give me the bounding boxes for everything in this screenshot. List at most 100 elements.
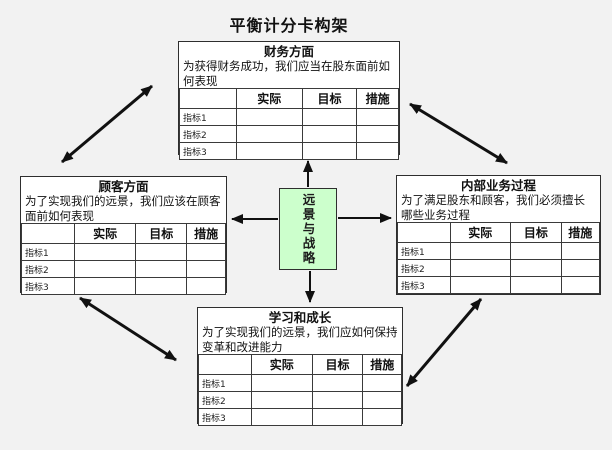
table-cell — [74, 277, 137, 296]
panel-learning-growth: 学习和成长 为了实现我们的远景，我们应如何保持变革和改进能力 实际 目标 措施 … — [197, 307, 403, 427]
panel-learning-desc: 为了实现我们的远景，我们应如何保持变革和改进能力 — [202, 325, 398, 354]
panel-financial-title: 财务方面 — [263, 44, 314, 59]
table-row: 指标1 — [20, 243, 226, 262]
table-cell — [135, 260, 188, 279]
panel-financial: 财务方面 为获得财务成功，我们应当在股东面前如何表现 实际 目标 措施 指标1 … — [178, 41, 400, 161]
table-cell — [235, 125, 303, 144]
row-label-indicator-2: 指标2 — [20, 260, 76, 279]
table-cell — [235, 108, 303, 127]
corner-cell — [397, 222, 451, 244]
table-row: 指标3 — [397, 276, 601, 295]
table-cell — [74, 260, 137, 279]
row-label-indicator-3: 指标3 — [179, 142, 237, 161]
table-cell — [560, 276, 601, 295]
corner-cell — [179, 88, 237, 110]
vision-strategy-box: 远景与战略 — [279, 188, 337, 270]
table-cell — [356, 108, 399, 127]
table-cell — [362, 391, 402, 410]
panel-financial-desc: 为获得财务成功，我们应当在股东面前如何表现 — [183, 59, 390, 88]
table-row: 指标2 — [397, 259, 601, 278]
row-label-indicator-1: 指标1 — [397, 242, 451, 261]
header-target: 目标 — [510, 222, 562, 244]
row-label-indicator-1: 指标1 — [20, 243, 76, 262]
table-cell — [250, 391, 313, 410]
arrow-customer-financial — [61, 84, 153, 164]
panel-learning-table: 实际 目标 措施 指标1 指标2 指标3 — [198, 354, 402, 427]
table-row: 指标1 — [179, 108, 399, 127]
table-cell — [311, 391, 364, 410]
table-cell — [186, 277, 226, 296]
panel-internal-desc: 为了满足股东和顾客，我们必须擅长哪些业务过程 — [401, 193, 585, 222]
table-cell — [510, 242, 562, 261]
row-label-indicator-2: 指标2 — [179, 125, 237, 144]
header-actual: 实际 — [250, 354, 313, 376]
table-cell — [301, 125, 358, 144]
panel-customer: 顾客方面 为了实现我们的远景，我们应该在顾客面前如何表现 实际 目标 措施 指标… — [20, 176, 227, 296]
table-row: 指标2 — [20, 260, 226, 279]
panel-internal-title: 内部业务过程 — [460, 178, 536, 193]
table-row: 指标2 — [179, 125, 399, 144]
table-header-row: 实际 目标 措施 — [20, 223, 226, 245]
row-label-indicator-1: 指标1 — [179, 108, 237, 127]
table-row: 指标3 — [20, 277, 226, 296]
panel-internal-table: 实际 目标 措施 指标1 指标2 指标3 — [397, 222, 601, 295]
panel-customer-table: 实际 目标 措施 指标1 指标2 指标3 — [20, 223, 226, 296]
table-cell — [135, 277, 188, 296]
table-cell — [250, 374, 313, 393]
table-cell — [510, 276, 562, 295]
header-measures: 措施 — [362, 354, 402, 376]
table-cell — [449, 259, 512, 278]
header-actual: 实际 — [449, 222, 512, 244]
table-row: 指标3 — [179, 142, 399, 161]
table-cell — [449, 242, 512, 261]
row-label-indicator-2: 指标2 — [397, 259, 451, 278]
table-row: 指标1 — [198, 374, 402, 393]
row-label-indicator-2: 指标2 — [198, 391, 252, 410]
table-cell — [311, 408, 364, 427]
arrow-learning-internal — [405, 298, 483, 387]
header-target: 目标 — [311, 354, 364, 376]
table-row: 指标1 — [397, 242, 601, 261]
header-actual: 实际 — [235, 88, 303, 110]
table-cell — [449, 276, 512, 295]
corner-cell — [198, 354, 252, 376]
table-header-row: 实际 目标 措施 — [179, 88, 399, 110]
table-cell — [235, 142, 303, 161]
row-label-indicator-3: 指标3 — [198, 408, 252, 427]
table-cell — [311, 374, 364, 393]
table-cell — [362, 374, 402, 393]
table-header-row: 实际 目标 措施 — [397, 222, 601, 244]
table-cell — [301, 142, 358, 161]
panel-internal-process: 内部业务过程 为了满足股东和顾客，我们必须擅长哪些业务过程 实际 目标 措施 指… — [396, 175, 601, 295]
table-cell — [74, 243, 137, 262]
table-cell — [362, 408, 402, 427]
table-cell — [250, 408, 313, 427]
table-header-row: 实际 目标 措施 — [198, 354, 402, 376]
header-target: 目标 — [301, 88, 358, 110]
table-cell — [560, 259, 601, 278]
row-label-indicator-3: 指标3 — [397, 276, 451, 295]
diagram-title: 平衡计分卡构架 — [229, 16, 349, 35]
table-cell — [510, 259, 562, 278]
header-measures: 措施 — [356, 88, 399, 110]
panel-learning-title: 学习和成长 — [268, 310, 332, 325]
panel-customer-desc: 为了实现我们的远景，我们应该在顾客面前如何表现 — [25, 194, 221, 223]
header-measures: 措施 — [186, 223, 226, 245]
table-cell — [301, 108, 358, 127]
table-cell — [356, 142, 399, 161]
table-row: 指标2 — [198, 391, 402, 410]
panel-customer-title: 顾客方面 — [98, 179, 149, 194]
arrow-customer-learning — [79, 296, 177, 362]
table-cell — [186, 243, 226, 262]
table-cell — [135, 243, 188, 262]
header-actual: 实际 — [74, 223, 137, 245]
table-cell — [186, 260, 226, 279]
table-row: 指标3 — [198, 408, 402, 427]
table-cell — [356, 125, 399, 144]
row-label-indicator-3: 指标3 — [20, 277, 76, 296]
header-target: 目标 — [135, 223, 188, 245]
vision-strategy-label: 远景与战略 — [300, 192, 316, 266]
table-cell — [560, 242, 601, 261]
header-measures: 措施 — [560, 222, 601, 244]
